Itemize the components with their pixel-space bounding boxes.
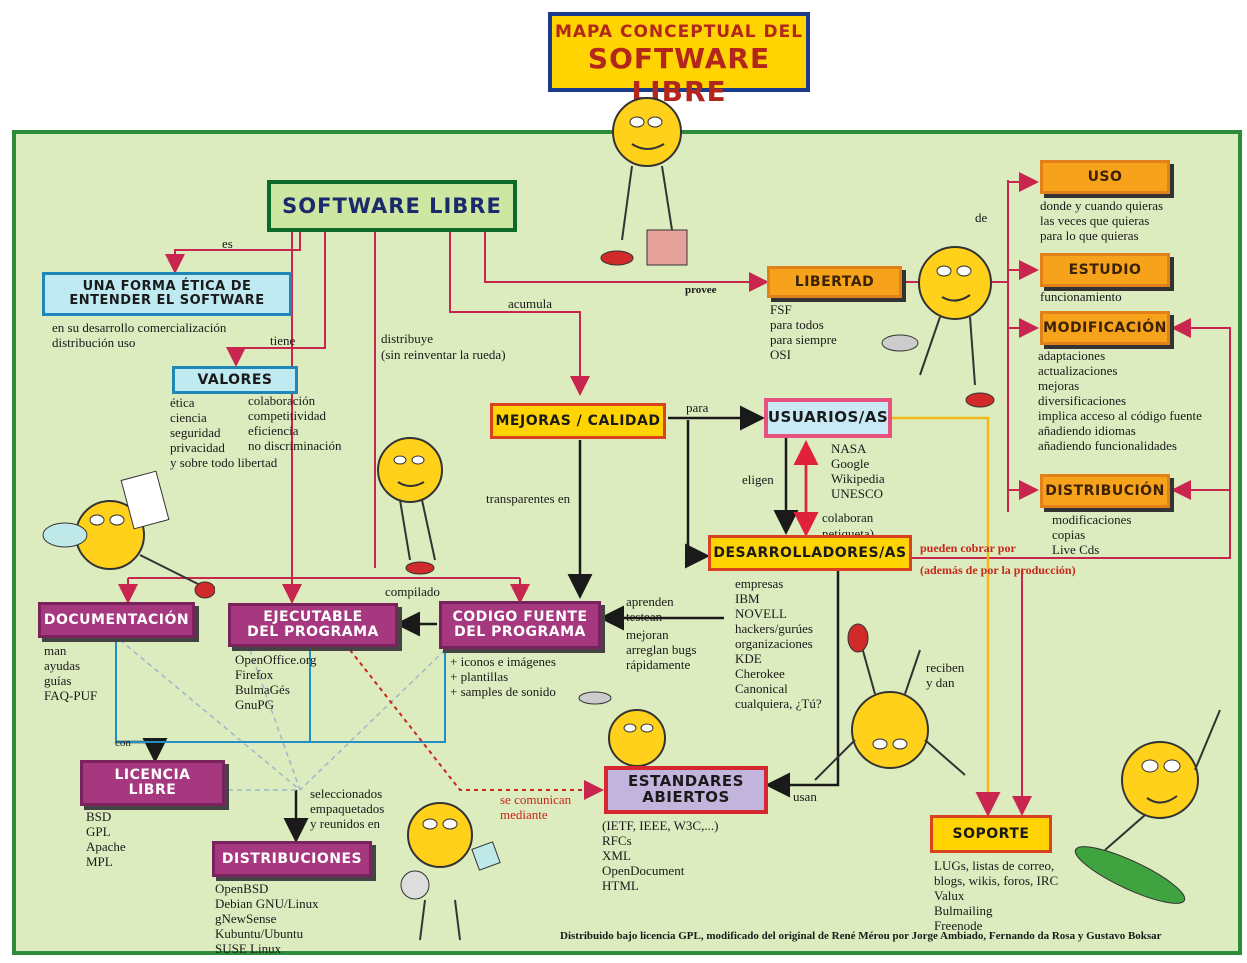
red-dashed <box>349 649 604 800</box>
label-mejoran: mejoran arreglan bugs rápidamente <box>626 627 697 672</box>
label-usan: usan <box>793 789 817 804</box>
mascot-reader-icon <box>42 470 215 599</box>
link-licencia-blue <box>115 640 446 743</box>
node-distribuciones: DISTRIBUCIONES <box>212 841 372 877</box>
label-transparentes: transparentes en <box>486 491 571 506</box>
link-provee <box>484 232 769 292</box>
label-eligen: eligen <box>742 472 774 487</box>
label-aprenden: aprenden testean <box>626 594 674 624</box>
mascot-upsidedown-icon <box>814 623 966 781</box>
link-mod-feedback <box>912 318 1231 559</box>
link-se-comunican <box>349 649 604 800</box>
link-es <box>165 232 301 274</box>
text-usuarios: NASA Google Wikipedia UNESCO <box>831 441 885 501</box>
node-codigo-fuente: CODIGO FUENTE DEL PROGRAMA <box>439 601 601 649</box>
node-forma-etica: UNA FORMA ÉTICA DE ENTENDER EL SOFTWARE <box>42 272 292 316</box>
label-provee: provee <box>685 284 717 296</box>
label-se-comunican: se comunican mediante <box>500 792 572 822</box>
text-estudio: funcionamiento <box>1040 289 1122 304</box>
dash-exe <box>249 649 301 791</box>
text-documentacion: man ayudas guías FAQ-PUF <box>44 643 98 703</box>
label-ademas: (además de por la producción) <box>920 563 1076 577</box>
link-acumula <box>449 232 590 396</box>
text-desarrolladores: empresas IBM NOVELL hackers/gurúes organ… <box>735 576 822 711</box>
link-usan <box>765 570 840 798</box>
text-distribucion: modificaciones copias Live Cds <box>1052 512 1132 557</box>
label-compilado: compilado <box>385 584 440 599</box>
dash-doc <box>119 639 301 791</box>
text-soporte: LUGs, listas de correo, blogs, wikis, fo… <box>934 858 1059 933</box>
link-tiene <box>226 232 326 367</box>
link-reciben <box>892 416 1001 817</box>
blue-links <box>115 640 446 743</box>
node-modificacion: MODIFICACIÓN <box>1040 311 1170 345</box>
label-para: para <box>686 400 709 415</box>
dash-code <box>299 649 446 791</box>
text-ejecutable: OpenOffice.org Firefox BulmaGés GnuPG <box>235 652 317 712</box>
node-ejecutable: EJECUTABLE DEL PROGRAMA <box>228 603 398 647</box>
mascot-mejoras-icon <box>377 437 443 575</box>
node-desarrolladores: DESARROLLADORES/AS <box>708 535 912 571</box>
red-links <box>118 172 1231 816</box>
mascot-top-icon <box>600 97 688 266</box>
node-uso: USO <box>1040 160 1170 194</box>
orange-link <box>892 416 1001 817</box>
text-licencia: BSD GPL Apache MPL <box>86 809 126 869</box>
label-distribuye: distribuye (sin reinventar la rueda) <box>381 331 506 362</box>
dashed-links <box>119 639 446 791</box>
mascot-estandares-icon <box>578 691 666 767</box>
mascot-distribuciones-icon <box>400 802 501 941</box>
link-mejoras-dev <box>685 420 710 569</box>
text-uso: donde y cuando quieras las veces que qui… <box>1040 198 1164 243</box>
map-title: MAPA CONCEPTUAL DEL SOFTWARE LIBRE <box>548 12 810 108</box>
node-usuarios: USUARIOS/AS <box>764 398 892 438</box>
credit-line: Distribuido bajo licencia GPL, modificad… <box>560 930 1162 942</box>
label-de: de <box>975 210 988 225</box>
mascot-libertad-icon <box>881 246 995 408</box>
label-es: es <box>222 236 233 251</box>
label-acumula: acumula <box>508 296 553 311</box>
text-distribuciones: OpenBSD Debian GNU/Linux gNewSense Kubun… <box>215 881 319 956</box>
text-modificacion: adaptaciones actualizaciones mejoras div… <box>1038 348 1202 453</box>
text-codigo-fuente: + iconos e imágenes + plantillas + sampl… <box>450 654 556 699</box>
node-estandares: ESTANDARES ABIERTOS <box>604 766 768 814</box>
text-forma-etica: en su desarrollo comercialización distri… <box>52 320 227 350</box>
node-soporte: SOPORTE <box>930 815 1052 853</box>
node-software-libre-label: SOFTWARE LIBRE <box>271 184 513 228</box>
node-distribucion: DISTRIBUCIÓN <box>1040 474 1170 508</box>
label-tiene: tiene <box>270 333 296 348</box>
node-libertad: LIBERTAD <box>767 266 902 298</box>
node-documentacion: DOCUMENTACIÓN <box>38 602 195 638</box>
node-software-libre: SOFTWARE LIBRE <box>267 180 517 232</box>
mascot-skater-icon <box>1074 709 1221 904</box>
title-line2: SOFTWARE LIBRE <box>587 42 771 108</box>
node-valores: VALORES <box>172 366 298 394</box>
label-seleccionados: seleccionados empaquetados y reunidos en <box>310 786 385 831</box>
node-estudio: ESTUDIO <box>1040 253 1170 287</box>
label-pueden-cobrar: pueden cobrar por <box>920 541 1016 555</box>
text-estandares: (IETF, IEEE, W3C,...) RFCs XML OpenDocum… <box>602 818 719 893</box>
text-valores-left: ética ciencia seguridad privacidad y sob… <box>170 395 278 470</box>
label-reciben: reciben y dan <box>926 660 965 690</box>
node-mejoras: MEJORAS / CALIDAD <box>490 403 666 439</box>
node-licencia: LICENCIA LIBRE <box>80 760 225 806</box>
label-con: con <box>115 737 131 749</box>
title-line1: MAPA CONCEPTUAL DEL <box>554 22 804 42</box>
text-libertad: FSF para todos para siempre OSI <box>770 302 837 362</box>
text-valores-right: colaboración competitividad eficiencia n… <box>248 393 342 453</box>
